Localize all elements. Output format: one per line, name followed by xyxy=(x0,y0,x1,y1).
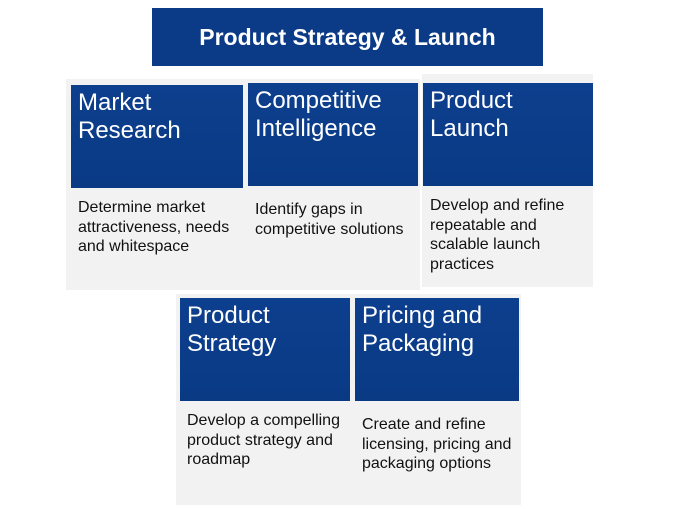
card-market-research: Market Research Determine market attract… xyxy=(71,85,243,267)
diagram-title: Product Strategy & Launch xyxy=(152,8,543,66)
card-title: Product Strategy xyxy=(180,298,350,401)
card-pricing-packaging: Pricing and Packaging Create and refine … xyxy=(355,298,519,484)
card-product-strategy: Product Strategy Develop a compelling pr… xyxy=(180,298,350,480)
card-competitive-intelligence: Competitive Intelligence Identify gaps i… xyxy=(248,83,418,249)
card-description: Create and refine licensing, pricing and… xyxy=(362,416,512,472)
card-title: Competitive Intelligence xyxy=(248,83,418,186)
card-title: Product Launch xyxy=(423,83,593,186)
card-title: Pricing and Packaging xyxy=(355,298,519,401)
card-description: Develop and refine repeatable and scalab… xyxy=(430,197,565,273)
card-description: Determine market attractiveness, needs a… xyxy=(78,199,230,255)
card-product-launch: Product Launch Develop and refine repeat… xyxy=(423,83,593,284)
card-description: Develop a compelling product strategy an… xyxy=(187,412,340,468)
card-description: Identify gaps in competitive solutions xyxy=(255,201,404,238)
card-title: Market Research xyxy=(71,85,243,188)
